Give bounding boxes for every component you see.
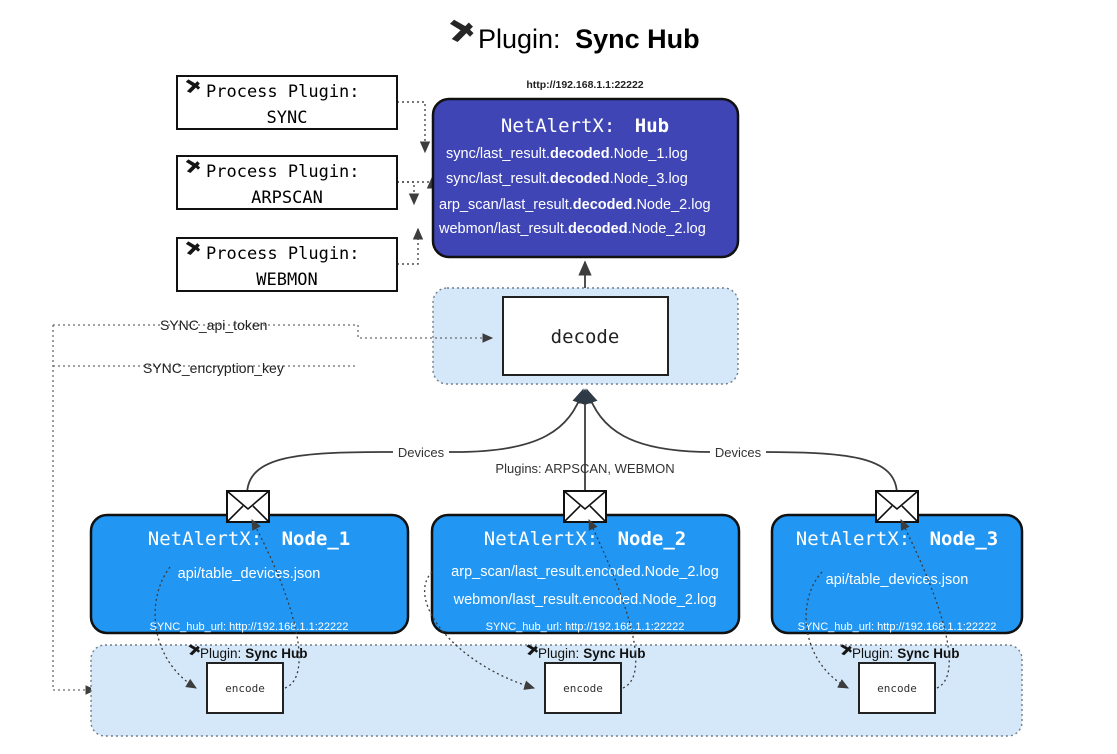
node-title: NetAlertX: Node_2 xyxy=(484,528,686,550)
plug-icon xyxy=(185,79,201,94)
process-plugin-label: Process Plugin: xyxy=(206,82,360,102)
plug-icon xyxy=(185,241,201,256)
page-title-text: Plugin: Sync Hub xyxy=(478,24,700,54)
envelope-icon xyxy=(875,490,919,523)
node-line: arp_scan/last_result.encoded.Node_2.log xyxy=(451,564,719,580)
process-plugin-box-sync[interactable]: Process Plugin: SYNC xyxy=(176,75,398,130)
encoder-plugin-label-node_3: Plugin:Sync Hub xyxy=(840,644,960,661)
encoder-plugin-label: Plugin:Sync Hub xyxy=(852,646,960,661)
node-card-node_2[interactable]: NetAlertX: Node_2 arp_scan/last_result.e… xyxy=(430,513,741,635)
secret-label-encryption-key: SYNC_encryption_key xyxy=(143,360,284,376)
node-footer: SYNC_hub_url: http://192.168.1.1:22222 xyxy=(798,621,997,633)
connector-api-token-to-decode xyxy=(53,324,494,343)
process-plugin-name: ARPSCAN xyxy=(251,188,323,208)
encoder-plugin-label: Plugin:Sync Hub xyxy=(538,646,646,661)
encode-label: encode xyxy=(225,682,265,695)
node-title: NetAlertX: Node_3 xyxy=(796,528,998,550)
connector-sync-to-hub xyxy=(397,101,431,154)
flow-node1-encode-to-envelope xyxy=(251,518,300,689)
encoder-plugin-label-node_1: Plugin:Sync Hub xyxy=(188,644,308,661)
plug-icon xyxy=(526,644,539,656)
process-plugin-box-arpscan[interactable]: Process Plugin: ARPSCAN xyxy=(176,155,398,210)
decode-label: decode xyxy=(551,326,620,348)
node-to-decode-edges xyxy=(246,388,898,496)
connector-webmon-to-hub xyxy=(397,227,424,265)
envelope-icon xyxy=(226,490,270,523)
process-plugin-list: Process Plugin: SYNC Process Plugin: ARP… xyxy=(176,75,398,292)
encode-label: encode xyxy=(877,682,917,695)
edge-label-right-devices: Devices xyxy=(715,445,762,460)
process-plugin-box-webmon[interactable]: Process Plugin: WEBMON xyxy=(176,237,398,292)
plug-icon xyxy=(188,644,201,656)
secret-connectors xyxy=(52,324,494,695)
hub-log-line: webmon/last_result.decoded.Node_2.log xyxy=(438,221,706,237)
encoder-node_1[interactable]: encode xyxy=(206,662,284,714)
edge-label-center-plugins: Plugins: ARPSCAN, WEBMON xyxy=(495,461,674,476)
process-plugin-label: Process Plugin: xyxy=(206,244,360,264)
hub-log-line: sync/last_result.decoded.Node_1.log xyxy=(446,146,688,162)
process-plugin-name: WEBMON xyxy=(256,270,317,290)
connector-encryption-key-to-encode xyxy=(52,325,97,695)
flow-node2-encode-to-envelope xyxy=(588,518,637,689)
edge-node1-to-decode xyxy=(246,388,586,496)
node-title: NetAlertX: Node_1 xyxy=(148,528,350,550)
encoder-node_2[interactable]: encode xyxy=(544,662,622,714)
encoder-plugin-label-node_2: Plugin:Sync Hub xyxy=(526,644,646,661)
plug-icon xyxy=(449,19,474,43)
node-line: api/table_devices.json xyxy=(826,572,969,588)
encoder-node_3[interactable]: encode xyxy=(858,662,936,714)
flow-node2-data-to-encode xyxy=(424,571,536,690)
edge-label-backdrop xyxy=(710,443,766,461)
envelope-icon xyxy=(563,490,607,523)
hub-log-line: sync/last_result.decoded.Node_3.log xyxy=(446,171,688,187)
connector-arpscan-to-hub xyxy=(397,181,420,206)
page-title: Plugin: Sync Hub xyxy=(449,19,700,54)
node-line: webmon/last_result.encoded.Node_2.log xyxy=(453,592,717,608)
process-plugin-label: Process Plugin: xyxy=(206,162,360,182)
node-internal-flows xyxy=(154,518,950,690)
process-plugin-name: SYNC xyxy=(267,108,308,128)
encode-label: encode xyxy=(563,682,603,695)
hub-url: http://192.168.1.1:22222 xyxy=(526,79,643,91)
secret-label-api-token: SYNC_api_token xyxy=(160,317,267,333)
hub-title: NetAlertX: Hub xyxy=(501,115,669,137)
flow-node3-encode-to-envelope xyxy=(900,518,950,689)
node-footer: SYNC_hub_url: http://192.168.1.1:22222 xyxy=(486,621,685,633)
node-footer: SYNC_hub_url: http://192.168.1.1:22222 xyxy=(150,621,349,633)
decode-box[interactable] xyxy=(502,296,669,376)
plugin-to-hub-connectors xyxy=(397,101,438,265)
node-card-node_1[interactable]: NetAlertX: Node_1 api/table_devices.json… xyxy=(89,513,410,635)
edge-label-left-devices: Devices xyxy=(398,445,445,460)
node-card-node_3[interactable]: NetAlertX: Node_3 api/table_devices.json… xyxy=(770,513,1024,635)
hub-box[interactable]: NetAlertX: Hub sync/last_result.decoded.… xyxy=(431,97,740,259)
edge-label-backdrop xyxy=(393,443,449,461)
edge-node3-to-decode xyxy=(584,388,898,496)
node-line: api/table_devices.json xyxy=(178,566,321,582)
flow-node1-data-to-encode xyxy=(154,566,197,689)
hub-log-line: arp_scan/last_result.decoded.Node_2.log xyxy=(439,197,711,213)
plug-icon xyxy=(185,159,201,174)
encoder-plugin-label: Plugin:Sync Hub xyxy=(200,646,308,661)
decode-container: decode xyxy=(432,287,739,385)
plug-icon xyxy=(840,644,853,656)
